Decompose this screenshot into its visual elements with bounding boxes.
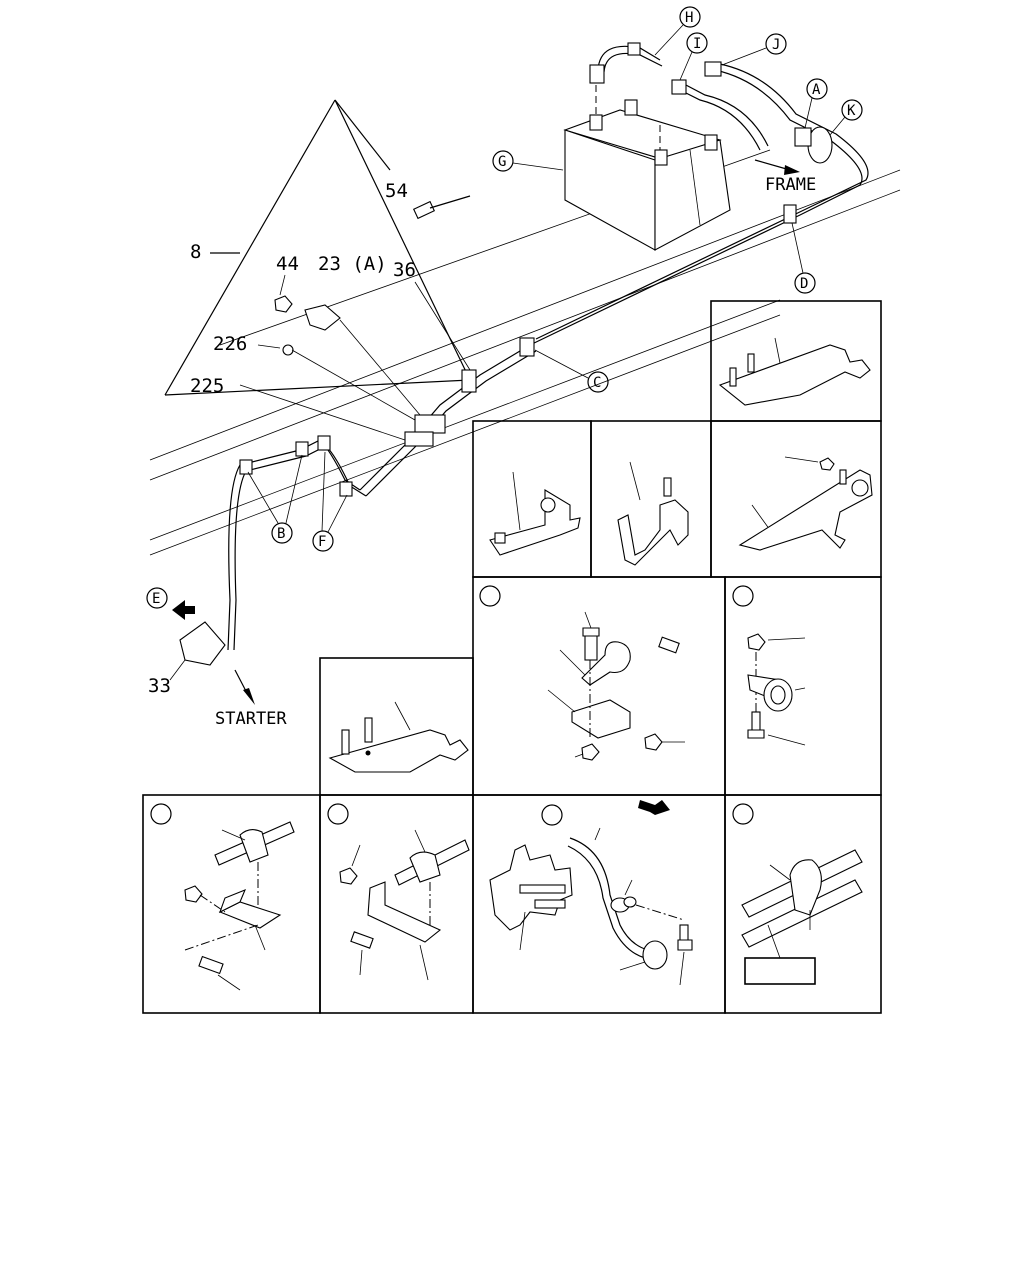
circle-callout-i: I xyxy=(679,32,708,81)
callout-triangle xyxy=(164,99,471,396)
main-harness xyxy=(179,195,537,705)
svg-text:J: J xyxy=(772,37,780,53)
svg-text:K: K xyxy=(847,103,856,119)
main-view: 8 54 44 23 (A) 36 226 225 33 STARTER FRA… xyxy=(146,6,901,729)
svg-text:F: F xyxy=(318,534,326,550)
circle-callout-b: B xyxy=(247,454,303,544)
box-23f xyxy=(472,420,592,578)
box-23i xyxy=(710,300,882,422)
svg-text:D: D xyxy=(800,276,808,292)
detail-c xyxy=(142,794,321,1014)
circle-callout-c: C xyxy=(534,349,609,393)
detail-d xyxy=(319,794,474,1014)
detail-f xyxy=(724,794,882,1014)
frame-label: FRAME xyxy=(765,175,816,195)
box-23c xyxy=(710,420,882,578)
view-e-arrow xyxy=(172,600,195,620)
battery-cables xyxy=(529,42,869,346)
circle-callout-e: E xyxy=(146,587,168,609)
circle-callout-a: A xyxy=(804,78,828,129)
callout-36: 36 xyxy=(393,259,416,281)
circle-callout-j: J xyxy=(721,33,787,66)
box-23g xyxy=(590,420,712,578)
svg-text:E: E xyxy=(152,591,160,607)
callout-8: 8 xyxy=(190,241,201,263)
circle-callout-k: K xyxy=(829,99,863,136)
svg-text:I: I xyxy=(693,36,701,52)
svg-text:B: B xyxy=(277,526,285,542)
circle-callout-f: F xyxy=(312,451,348,552)
detail-b xyxy=(724,576,882,796)
callout-225: 225 xyxy=(190,375,224,397)
callout-54: 54 xyxy=(385,180,408,202)
callout-33: 33 xyxy=(148,675,171,697)
svg-text:G: G xyxy=(498,154,506,170)
detail-a xyxy=(472,576,726,796)
callout-226: 226 xyxy=(213,333,247,355)
frame-arrow xyxy=(754,159,800,175)
svg-text:A: A xyxy=(812,82,821,98)
svg-text:C: C xyxy=(593,375,601,391)
detail-e xyxy=(472,794,726,1014)
circle-callout-d: D xyxy=(791,222,816,294)
circle-callout-h: H xyxy=(654,6,701,56)
battery-illustration xyxy=(563,85,731,251)
svg-text:H: H xyxy=(685,10,693,26)
box-23h xyxy=(319,657,474,796)
callout-44: 44 xyxy=(276,253,299,275)
starter-label: STARTER xyxy=(215,709,287,729)
circle-callout-g: G xyxy=(492,150,564,172)
callout-23a: 23 (A) xyxy=(318,253,387,275)
